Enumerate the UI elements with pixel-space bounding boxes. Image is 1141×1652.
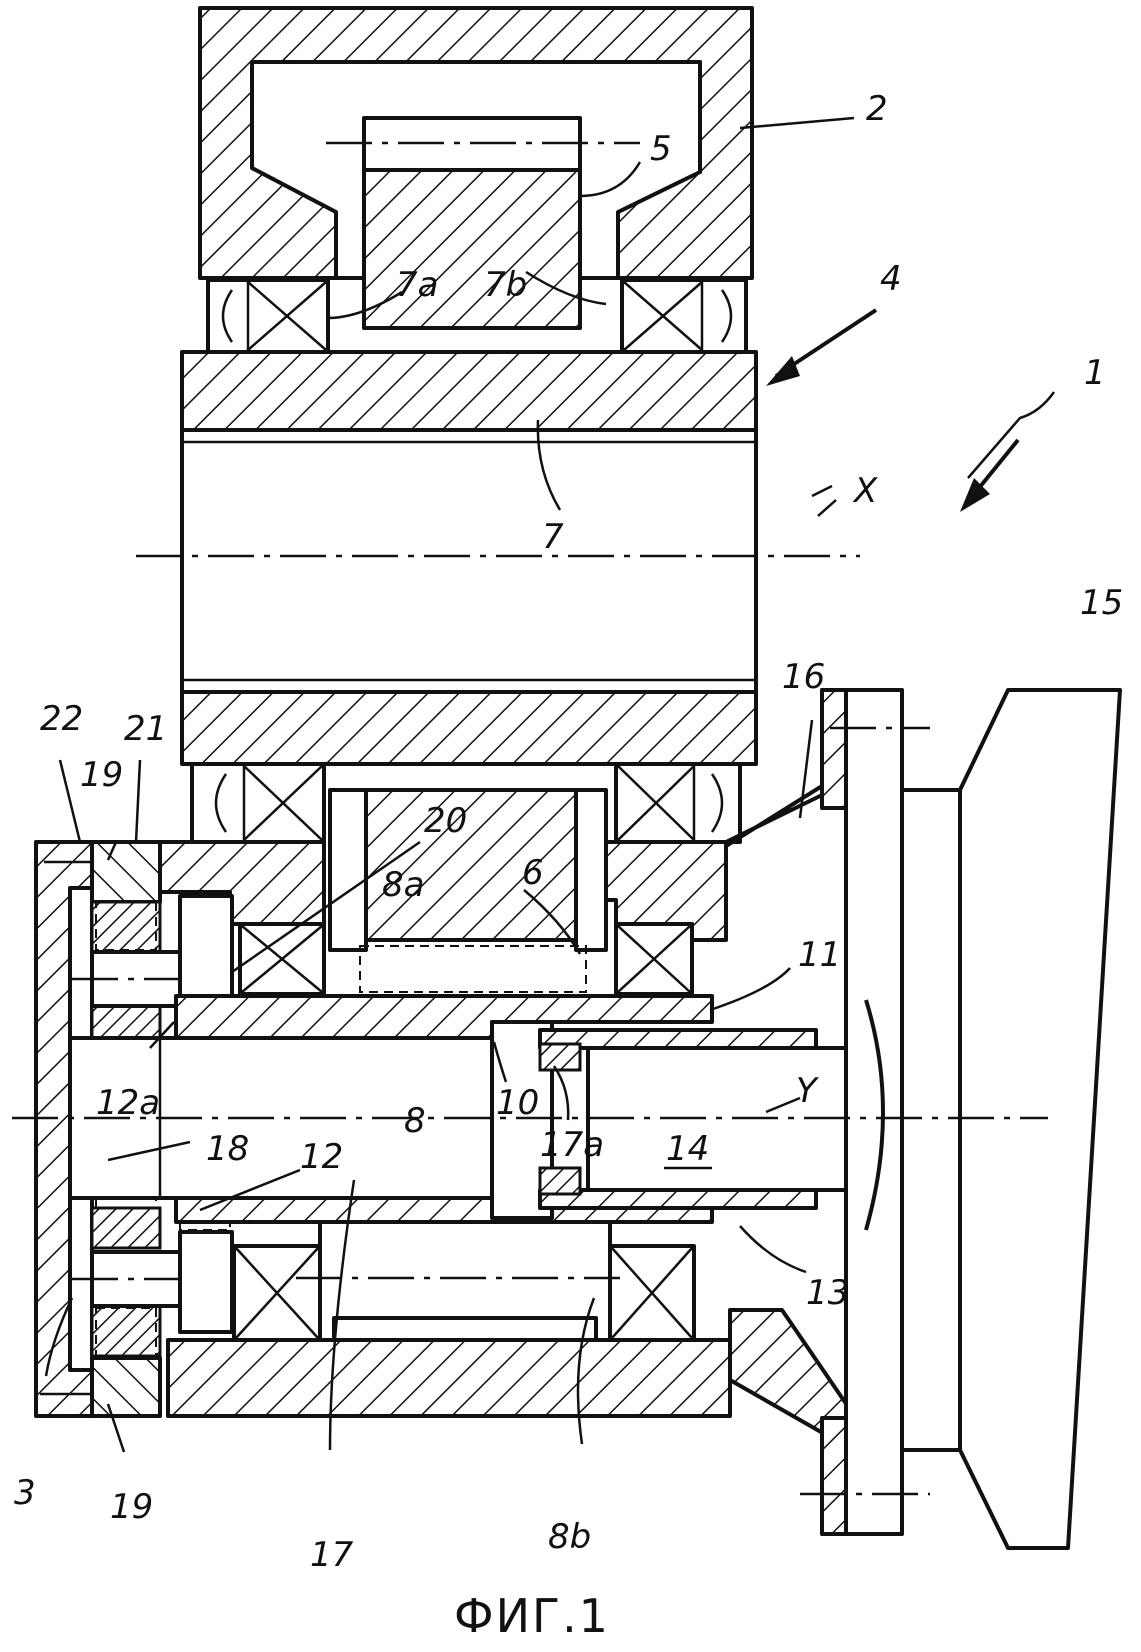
ref-12: 12 (300, 1137, 343, 1177)
ref-7a: 7a (396, 265, 438, 305)
ref-1: 1 (1084, 353, 1106, 393)
ref-2: 2 (866, 89, 888, 129)
middle-bearing-right (616, 764, 740, 842)
ref-17a: 17a (540, 1125, 604, 1165)
middle-bearing-left (192, 764, 324, 842)
ref-15: 15 (1080, 583, 1123, 623)
ref-19-bottom: 19 (110, 1487, 153, 1527)
arrow-4 (766, 310, 876, 386)
ref-8a: 8a (382, 865, 424, 905)
lower-bearing-left-bottom (234, 1246, 320, 1340)
upper-bearing-left (208, 280, 328, 352)
lower-bearing-right-top (616, 924, 692, 994)
ref-19-top: 19 (80, 755, 123, 795)
ref-3: 3 (14, 1473, 36, 1513)
upper-bearing-right (622, 280, 746, 352)
ref-7b: 7b (484, 265, 527, 305)
hub-7 (136, 352, 860, 764)
ref-18: 18 (206, 1129, 249, 1169)
gear-6 (330, 790, 606, 992)
ref-4: 4 (880, 259, 902, 299)
ref-x: X (852, 471, 878, 511)
ref-5: 5 (650, 129, 672, 169)
ref-7: 7 (542, 517, 564, 557)
ref-11: 11 (798, 935, 841, 975)
ref-20: 20 (424, 801, 467, 841)
ref-17: 17 (310, 1535, 354, 1575)
ref-8: 8 (404, 1101, 426, 1141)
ref-22: 22 (40, 699, 83, 739)
ref-y: Y (796, 1071, 819, 1111)
ref-6: 6 (522, 853, 544, 893)
lower-bearing-right-bottom (610, 1246, 694, 1340)
ref-13: 13 (806, 1273, 849, 1313)
ref-16: 16 (782, 657, 825, 697)
ref-8b: 8b (548, 1517, 591, 1557)
ref-12a: 12a (96, 1083, 160, 1123)
figure-caption: ФИГ.1 (454, 1589, 610, 1643)
ref-10: 10 (496, 1083, 539, 1123)
ref-14: 14 (666, 1129, 709, 1169)
ref-21: 21 (124, 709, 167, 749)
